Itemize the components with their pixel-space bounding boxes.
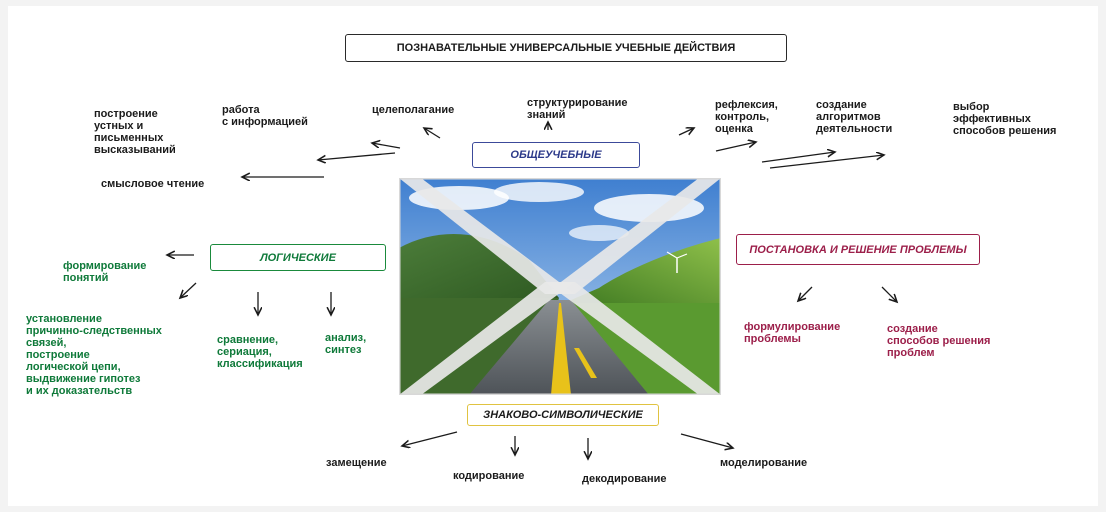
item-modeling: моделирование xyxy=(720,457,808,469)
item-semantic-reading: смысловое чтение xyxy=(101,178,205,190)
arrow-to-formulating xyxy=(798,286,813,301)
item-comparison-classification: сравнение, сериация, классификация xyxy=(217,334,303,370)
item-goal-setting: целеполагание xyxy=(372,104,455,116)
arrow-to-reflection-1 xyxy=(678,128,694,136)
arrow-to-reflection-2 xyxy=(715,142,756,152)
arrow-to-info xyxy=(372,143,401,149)
item-problem-formulation: формулирование проблемы xyxy=(744,321,841,345)
arrow-to-goal xyxy=(424,128,441,139)
diagram-title: ПОЗНАВАТЕЛЬНЫЕ УНИВЕРСАЛЬНЫЕ УЧЕБНЫЕ ДЕЙ… xyxy=(345,34,787,62)
general-category-box: ОБЩЕУЧЕБНЫЕ xyxy=(472,142,640,168)
item-working-with-information: работа с информацией xyxy=(222,104,308,128)
arrow-to-writing xyxy=(318,152,396,160)
item-causal-relations: установление причинно-следственных связе… xyxy=(26,313,162,397)
item-concept-formation: формирование понятий xyxy=(63,260,147,284)
item-structuring-knowledge: структурирование знаний xyxy=(527,97,628,121)
item-problem-solving-methods: создание способов решения проблем xyxy=(887,323,991,359)
item-creating-algorithms: создание алгоритмов деятельности xyxy=(816,99,893,135)
sign-category-box: ЗНАКОВО-СИМВОЛИЧЕСКИЕ xyxy=(467,404,659,426)
item-oral-written-statements: построение устных и письменных высказыва… xyxy=(94,108,176,156)
item-substitution: замещение xyxy=(326,457,387,469)
item-analysis-synthesis: анализ, синтез xyxy=(325,332,367,356)
item-choosing-methods: выбор эффективных способов решения xyxy=(953,101,1057,137)
item-coding: кодирование xyxy=(453,470,525,482)
arrow-to-causal xyxy=(180,282,197,298)
arrow-to-algorithms xyxy=(761,152,835,163)
item-decoding: декодирование xyxy=(582,473,667,485)
arrow-to-creating-solutions xyxy=(881,286,897,302)
road-landscape-image xyxy=(399,178,721,395)
arrow-to-choice xyxy=(769,155,884,169)
item-reflection-control: рефлексия, контроль, оценка xyxy=(715,99,778,135)
problem-category-box: ПОСТАНОВКА И РЕШЕНИЕ ПРОБЛЕМЫ xyxy=(736,234,980,265)
logical-category-box: ЛОГИЧЕСКИЕ xyxy=(210,244,386,271)
arrow-to-modeling xyxy=(680,433,733,448)
arrow-to-substitution xyxy=(402,431,458,446)
